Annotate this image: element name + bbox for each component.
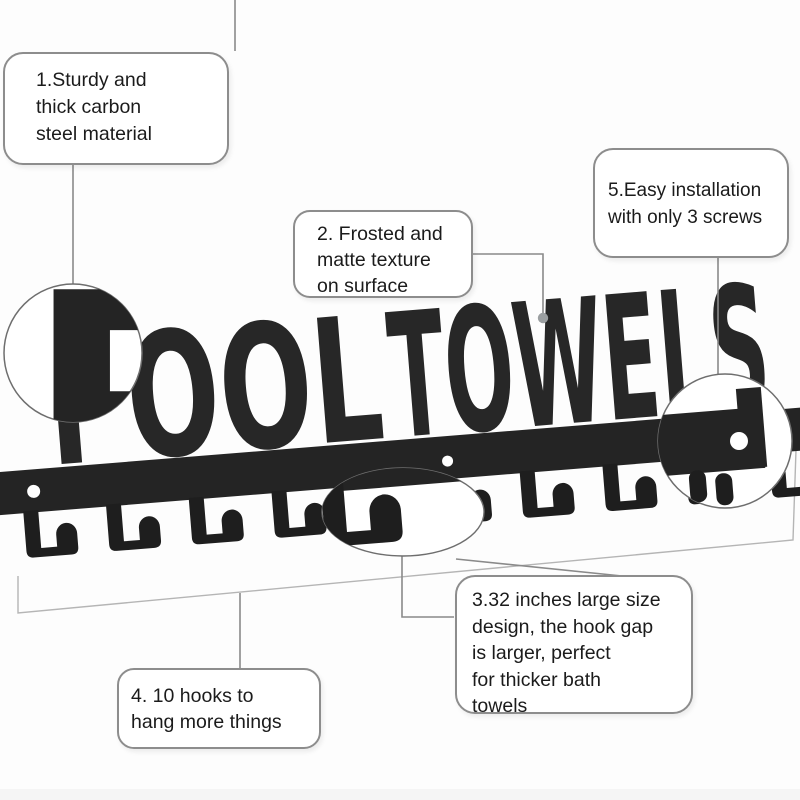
hook	[23, 507, 79, 559]
callout-line: 5.Easy installation	[608, 180, 762, 201]
surface-marker-dot	[537, 312, 549, 324]
callout-line: towels	[472, 695, 528, 717]
rack-bar	[0, 405, 800, 517]
callout-texture: 2. Frosted and matte texture on surface	[293, 210, 473, 298]
wall-edge-lines	[17, 419, 798, 614]
callout-line: on surface	[317, 275, 409, 297]
callout-line: 1.Sturdy and	[36, 69, 147, 91]
hook	[105, 500, 162, 552]
leader-lines	[72, 0, 719, 669]
hook	[271, 487, 328, 539]
magnified-letter-p: P	[26, 230, 246, 579]
callout-installation: 5.Easy installation with only 3 screws	[593, 148, 789, 258]
callout-line: 4. 10 hooks to	[131, 685, 254, 707]
magnifier-screw	[657, 373, 793, 509]
hook	[602, 460, 658, 512]
magnified-hook-top	[688, 470, 708, 503]
screw-hole-left	[27, 484, 41, 498]
callout-line: steel material	[36, 123, 152, 145]
callout-line: with only 3 screws	[608, 207, 763, 228]
callout-material: 1.Sturdy and thick carbon steel material	[3, 52, 229, 165]
callout-line: for thicker bath	[472, 668, 601, 691]
leader-callout-2	[472, 253, 544, 314]
magnifier-material: P	[3, 230, 246, 579]
callout-line: 2. Frosted and	[317, 223, 443, 245]
callout-hook-count: 4. 10 hooks to hang more things	[117, 668, 321, 749]
callout-line: design, the hook gap	[472, 615, 654, 638]
hook	[188, 493, 245, 545]
magnified-end-plate	[658, 407, 766, 479]
callout-size: 3.32 inches large size design, the hook …	[455, 575, 693, 717]
screw-hole-middle	[442, 455, 454, 467]
callout-line: matte texture	[317, 249, 431, 271]
magnified-screw-hole	[730, 432, 748, 450]
leader-callout-3-diagonal	[455, 558, 623, 577]
hook	[519, 467, 576, 519]
callout-line: hang more things	[131, 711, 282, 733]
callout-line: 3.32 inches large size	[472, 589, 661, 611]
leader-callout-3-elbow	[401, 555, 454, 618]
callout-line: thick carbon	[36, 96, 142, 118]
callout-line: is larger, perfect	[472, 642, 611, 664]
image-bottom-edge	[0, 789, 800, 800]
magnified-hook-top	[715, 473, 734, 506]
